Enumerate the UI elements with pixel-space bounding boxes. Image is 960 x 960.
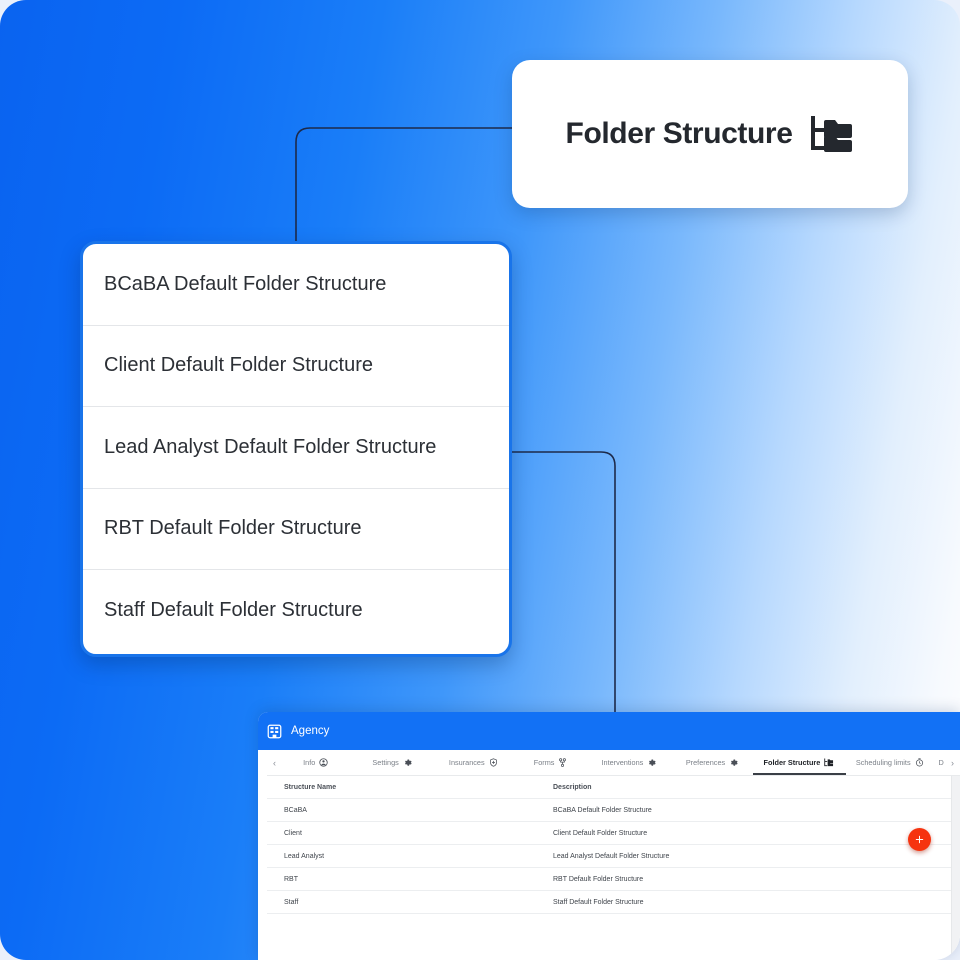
tab-insurances[interactable]: Insurances xyxy=(432,750,515,776)
list-item[interactable]: Lead Analyst Default Folder Structure xyxy=(83,407,509,489)
clock-icon xyxy=(915,758,923,767)
table-row[interactable]: Lead Analyst Lead Analyst Default Folder… xyxy=(267,845,960,868)
cell-description: RBT Default Folder Structure xyxy=(553,875,644,883)
tabs-next-arrow[interactable]: › xyxy=(951,757,954,768)
cell-structure-name: Client xyxy=(284,829,302,837)
cell-structure-name: RBT xyxy=(284,875,298,883)
plus-icon xyxy=(915,835,924,844)
table-row[interactable]: RBT RBT Default Folder Structure xyxy=(267,868,960,891)
tab-label: Interventions xyxy=(601,758,644,767)
column-header-description: Description xyxy=(553,783,592,791)
tab-label: Preferences xyxy=(685,758,726,767)
folder-structure-list-card: BCaBA Default Folder Structure Client De… xyxy=(80,241,512,657)
cell-structure-name: Staff xyxy=(284,898,299,906)
list-item-label: BCaBA Default Folder Structure xyxy=(104,272,387,295)
add-button[interactable] xyxy=(908,828,931,851)
forms-node-icon xyxy=(559,758,567,767)
tab-settings[interactable]: Settings xyxy=(352,750,431,776)
folder-structure-table: Structure Name Description BCaBA BCaBA D… xyxy=(267,776,960,914)
column-header-structure-name: Structure Name xyxy=(284,783,337,791)
tab-label: Scheduling limits xyxy=(855,758,911,767)
tab-forms[interactable]: Forms xyxy=(515,750,587,776)
list-item-label: RBT Default Folder Structure xyxy=(104,517,362,540)
list-item[interactable]: Staff Default Folder Structure xyxy=(83,570,509,652)
tab-preferences[interactable]: Preferences xyxy=(671,750,752,776)
cell-structure-name: Lead Analyst xyxy=(284,852,325,860)
list-item-label: Staff Default Folder Structure xyxy=(104,599,363,622)
table-row[interactable]: Staff Staff Default Folder Structure xyxy=(267,891,960,914)
cell-structure-name: BCaBA xyxy=(284,806,307,814)
tab-info[interactable]: Info xyxy=(279,750,352,776)
table-row[interactable]: Client Client Default Folder Structure xyxy=(267,822,960,845)
tab-folder-structure[interactable]: Folder Structure xyxy=(753,750,846,776)
folder-tree-icon xyxy=(824,758,834,767)
tab-strip: ‹ Info Settings Insurances xyxy=(267,750,960,776)
list-item-label: Client Default Folder Structure xyxy=(104,354,374,377)
gear-icon xyxy=(404,759,412,766)
app-body: ‹ Info Settings Insurances xyxy=(267,750,960,960)
tab-label: Folder Structure xyxy=(763,758,821,767)
list-item[interactable]: Client Default Folder Structure xyxy=(83,326,509,407)
tab-interventions[interactable]: Interventions xyxy=(586,750,671,776)
app-title: Agency xyxy=(291,725,330,737)
tabs-prev-arrow[interactable]: ‹ xyxy=(273,757,276,768)
gear-icon xyxy=(731,759,738,766)
app-window: Agency ‹ Info Settings Insurances xyxy=(258,712,960,960)
list-item[interactable]: BCaBA Default Folder Structure xyxy=(83,244,509,326)
cell-description: BCaBA Default Folder Structure xyxy=(553,806,652,814)
tab-partial[interactable]: D xyxy=(934,750,948,776)
agency-building-icon xyxy=(267,724,282,738)
cell-description: Lead Analyst Default Folder Structure xyxy=(553,852,670,860)
person-circle-icon xyxy=(319,758,328,767)
app-topbar: Agency xyxy=(258,712,960,750)
table-row[interactable]: BCaBA BCaBA Default Folder Structure xyxy=(267,799,960,822)
tab-scheduling-limits[interactable]: Scheduling limits xyxy=(845,750,934,776)
gear-icon xyxy=(649,759,656,766)
list-item[interactable]: RBT Default Folder Structure xyxy=(83,489,509,570)
tab-label: D xyxy=(938,758,944,767)
tab-label: Insurances xyxy=(448,758,485,767)
cell-description: Client Default Folder Structure xyxy=(553,829,648,837)
shield-plus-icon xyxy=(489,758,497,767)
folder-tree-icon xyxy=(811,116,853,152)
title-card: Folder Structure xyxy=(512,60,908,208)
list-item-label: Lead Analyst Default Folder Structure xyxy=(104,435,437,458)
scrollbar-gutter[interactable] xyxy=(951,776,960,960)
cell-description: Staff Default Folder Structure xyxy=(553,898,644,906)
tab-label: Forms xyxy=(533,758,555,767)
table-header-row: Structure Name Description xyxy=(267,776,960,799)
tab-label: Info xyxy=(303,758,316,767)
tab-label: Settings xyxy=(372,758,399,767)
page-title: Folder Structure xyxy=(565,117,793,150)
